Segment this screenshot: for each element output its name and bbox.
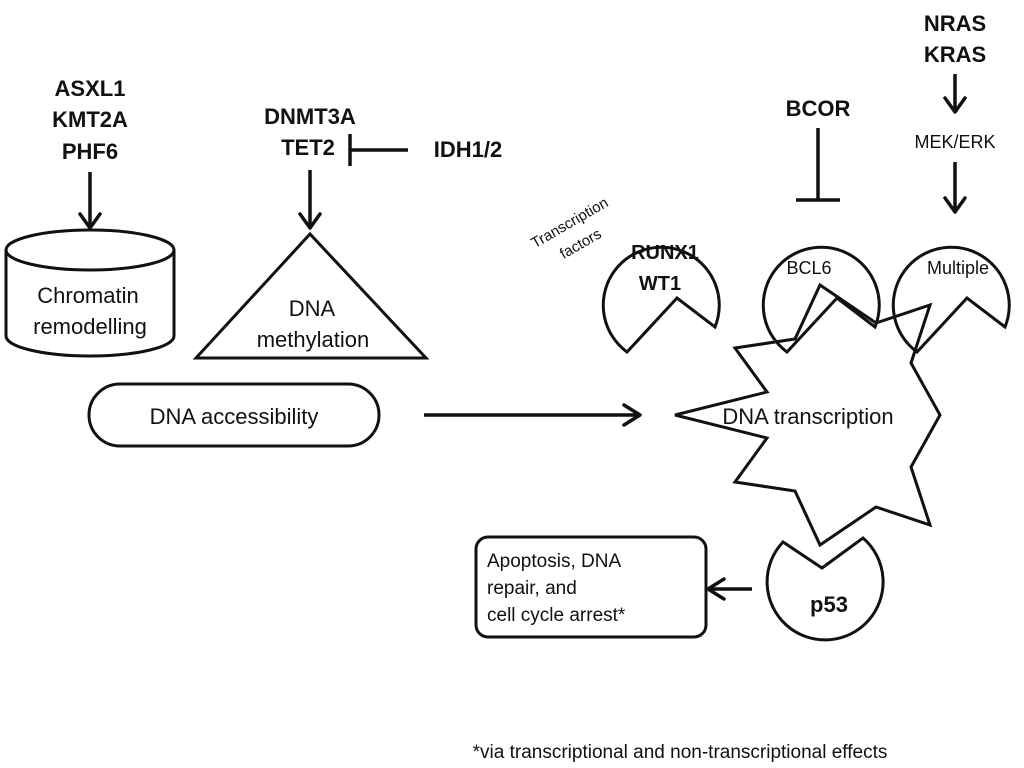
arrow-to-multiple — [943, 162, 967, 214]
label-nras: NRAS — [924, 11, 986, 36]
label-runx1: RUNX1 — [631, 242, 699, 264]
label-kmt2a: KMT2A — [52, 107, 128, 132]
arrow-to-chromatin — [78, 172, 102, 230]
label-asxl1: ASXL1 — [55, 76, 126, 101]
label-phf6: PHF6 — [62, 139, 118, 164]
label-chromatin-line2: remodelling — [33, 314, 147, 339]
arrow-to-methylation — [298, 170, 322, 230]
label-bcl6: BCL6 — [786, 258, 831, 278]
label-kras: KRAS — [924, 42, 986, 67]
footnote: *via transcriptional and non-transcripti… — [473, 742, 888, 763]
pacman-p53 — [765, 536, 885, 642]
pacman-multiple — [891, 245, 1011, 355]
label-chromatin-line1: Chromatin — [37, 283, 138, 308]
label-transcription: DNA transcription — [722, 404, 893, 429]
label-methylation-line1: DNA — [289, 296, 336, 321]
label-multiple: Multiple — [927, 258, 989, 278]
chromatin-cylinder — [4, 228, 176, 358]
label-apoptosis-line2: repair, and — [487, 578, 577, 599]
inhibition-bcor-to-bcl6 — [796, 128, 840, 202]
label-tet2: TET2 — [281, 135, 335, 160]
label-apoptosis-line1: Apoptosis, DNA — [487, 551, 621, 572]
accessibility-pill — [87, 382, 381, 448]
pacman-bcl6 — [761, 245, 881, 355]
inhibition-idh-to-tet2 — [348, 134, 408, 166]
label-dnmt3a: DNMT3A — [264, 104, 356, 129]
label-methylation-line2: methylation — [257, 327, 370, 352]
label-mekerk: MEK/ERK — [914, 132, 995, 152]
label-idh: IDH1/2 — [434, 137, 502, 162]
arrow-accessibility-to-transcription — [424, 403, 642, 427]
label-p53: p53 — [810, 592, 848, 617]
pacman-runx1-wt1 — [601, 245, 721, 355]
arrow-to-mekerk — [943, 74, 967, 114]
label-accessibility: DNA accessibility — [150, 404, 319, 429]
transcription-star — [674, 282, 942, 548]
apoptosis-box — [474, 535, 708, 639]
label-apoptosis-line3: cell cycle arrest* — [487, 605, 626, 626]
label-bcor: BCOR — [786, 96, 851, 121]
arrow-p53-to-apoptosis — [706, 577, 752, 601]
methylation-triangle — [192, 231, 430, 360]
label-wt1: WT1 — [639, 273, 681, 295]
